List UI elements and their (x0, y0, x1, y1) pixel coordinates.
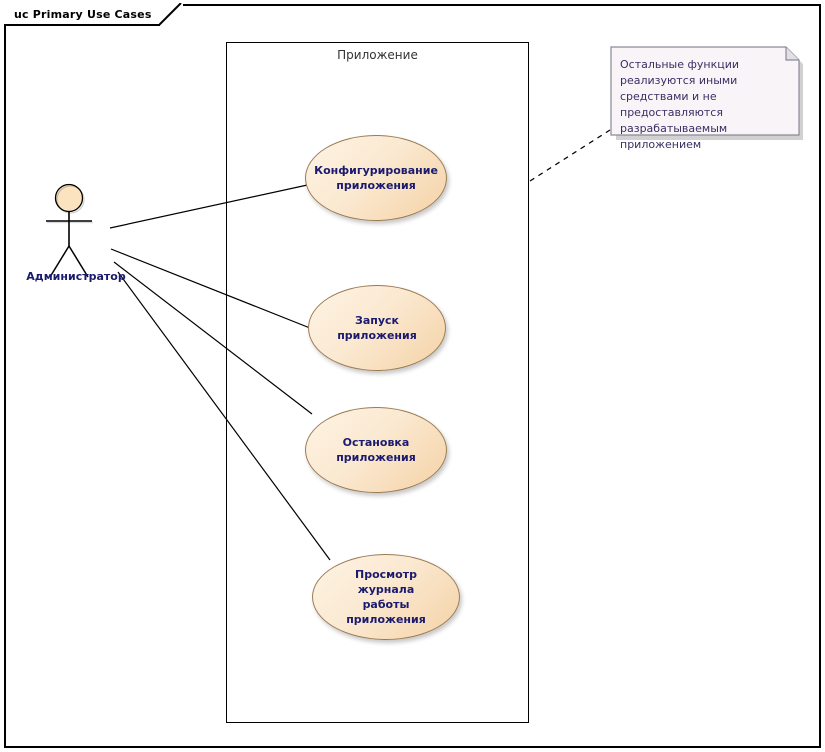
system-boundary-label: Приложение (337, 48, 418, 62)
actor-label: Администратор (26, 270, 126, 283)
stick-figure-actor-icon (46, 183, 93, 278)
use-case-view-log-label: Просмотр журнала работы приложения (346, 568, 426, 626)
diagram-note: Остальные функции реализуются иными сред… (610, 46, 803, 151)
use-case-view-log[interactable]: Просмотр журнала работы приложения (312, 554, 460, 640)
note-text: Остальные функции реализуются иными сред… (620, 58, 740, 151)
use-case-stop-label: Остановка приложения (336, 436, 416, 464)
actor-administrator[interactable] (24, 180, 124, 290)
use-case-start[interactable]: Запуск приложения (308, 285, 446, 371)
note-shape-icon (610, 46, 803, 140)
diagram-frame-tab-body: uc Primary Use Cases (4, 4, 160, 26)
frame-tab-corner-cut-icon (158, 3, 182, 26)
use-case-stop[interactable]: Остановка приложения (305, 407, 447, 493)
diagram-title: uc Primary Use Cases (14, 7, 152, 21)
use-case-configure[interactable]: Конфигурирование приложения (305, 135, 447, 221)
diagram-frame (4, 4, 821, 748)
use-case-start-label: Запуск приложения (337, 314, 417, 342)
use-case-configure-label: Конфигурирование приложения (314, 164, 438, 192)
diagram-frame-tab: uc Primary Use Cases (4, 3, 183, 26)
